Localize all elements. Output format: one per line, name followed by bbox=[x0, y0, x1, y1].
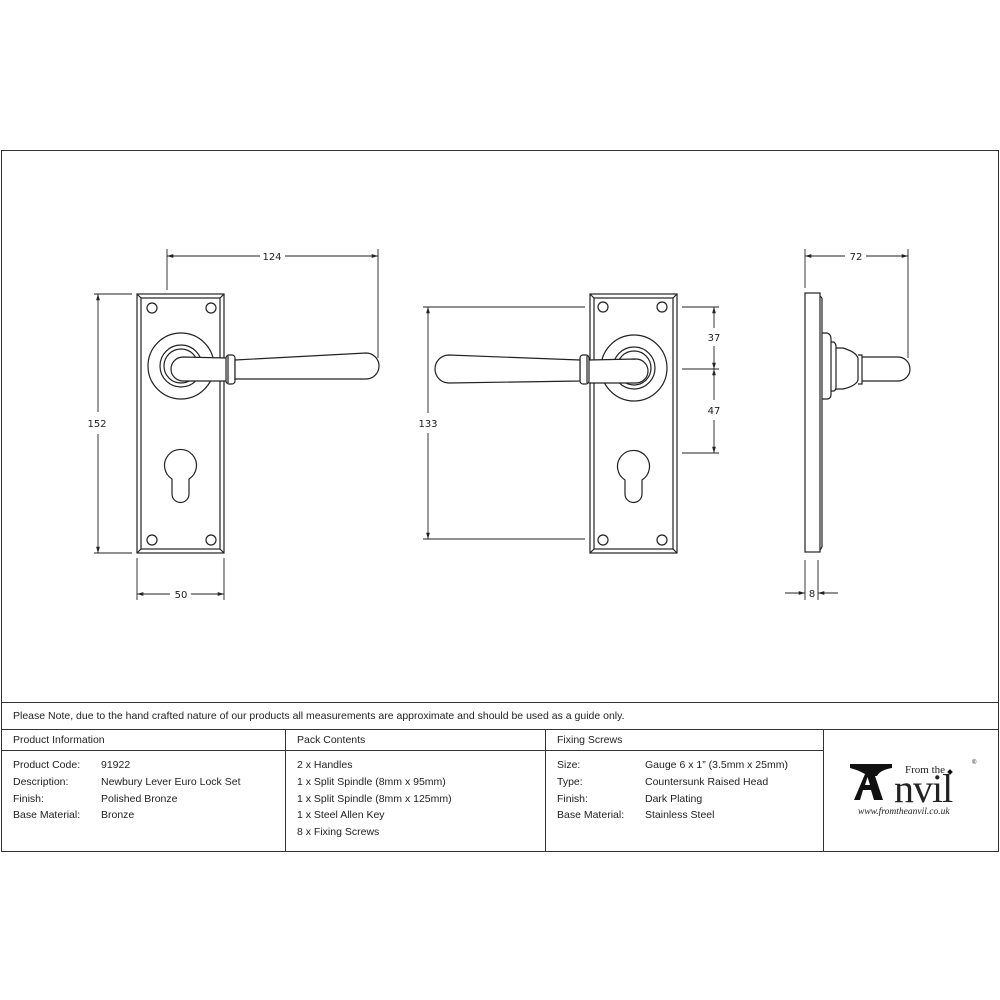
screw-value: Gauge 6 x 1” (3.5mm x 25mm) bbox=[645, 759, 788, 771]
info-value: 91922 bbox=[101, 759, 131, 771]
screw-hole-icon bbox=[205, 534, 217, 546]
screw-hole-icon bbox=[597, 534, 609, 546]
screw-label: Base Material: bbox=[557, 809, 625, 822]
screw-label: Size: bbox=[557, 759, 581, 771]
dim-plate-width: 50 bbox=[175, 590, 188, 601]
fixing-screws-title: Fixing Screws bbox=[546, 730, 823, 751]
side-view-dimensions bbox=[785, 249, 909, 600]
pack-contents-title: Pack Contents bbox=[286, 730, 545, 751]
euro-keyhole bbox=[616, 449, 651, 504]
dim-projection: 72 bbox=[850, 252, 863, 263]
dim-plate-thickness: 8 bbox=[809, 589, 815, 600]
anvil-icon bbox=[850, 764, 892, 800]
dim-fixing-centres: 133 bbox=[418, 419, 437, 430]
info-label: Product Code: bbox=[13, 759, 81, 771]
screw-label: Type: bbox=[557, 775, 583, 788]
screw-row-size: Size: Gauge 6 x 1” (3.5mm x 25mm) bbox=[557, 757, 823, 774]
logo-anvil-rest: nvil bbox=[894, 766, 953, 811]
info-label: Description: bbox=[13, 775, 69, 788]
fixing-screws-panel: Fixing Screws Size: Gauge 6 x 1” (3.5mm x… bbox=[546, 730, 824, 851]
euro-keyhole bbox=[163, 448, 198, 504]
pack-item: 8 x Fixing Screws bbox=[297, 826, 380, 839]
screw-hole-icon bbox=[656, 534, 668, 546]
pack-item: 1 x Steel Allen Key bbox=[297, 809, 385, 822]
screw-hole-icon bbox=[656, 301, 668, 313]
screw-hole-icon bbox=[597, 301, 609, 313]
screw-value: Dark Plating bbox=[645, 792, 703, 805]
from-the-anvil-logo: From the nvil ® www.fromtheanvil.co.uk bbox=[850, 760, 980, 822]
info-value: Newbury Lever Euro Lock Set bbox=[101, 775, 241, 788]
logo-registered: ® bbox=[972, 760, 977, 766]
screw-row-type: Type: Countersunk Raised Head bbox=[557, 774, 823, 791]
info-row-base-material: Base Material: Bronze bbox=[13, 807, 285, 824]
backplate bbox=[589, 293, 678, 554]
pack-item: 2 x Handles bbox=[297, 759, 353, 771]
side-view bbox=[804, 292, 911, 553]
info-row-finish: Finish: Polished Bronze bbox=[13, 791, 285, 808]
screw-row-finish: Finish: Dark Plating bbox=[557, 791, 823, 808]
info-value: Polished Bronze bbox=[101, 792, 178, 805]
front-view bbox=[136, 293, 380, 554]
screw-hole-icon bbox=[146, 302, 158, 314]
front-view-dimensions bbox=[94, 249, 379, 600]
info-row-product-code: Product Code: 91922 bbox=[13, 757, 285, 774]
logo-wordmark: nvil bbox=[894, 766, 953, 811]
pack-contents-panel: Pack Contents 2 x Handles 1 x Split Spin… bbox=[286, 730, 546, 851]
pack-item: 1 x Split Spindle (8mm x 125mm) bbox=[297, 792, 452, 805]
screw-value: Countersunk Raised Head bbox=[645, 775, 769, 788]
backplate bbox=[136, 293, 225, 554]
pack-item: 1 x Split Spindle (8mm x 95mm) bbox=[297, 775, 446, 788]
logo-url: www.fromtheanvil.co.uk bbox=[858, 807, 950, 817]
logo-from-the: From the bbox=[905, 764, 946, 776]
dim-plate-height: 152 bbox=[87, 419, 106, 430]
dim-lever-projection: 124 bbox=[262, 252, 281, 263]
dim-top-to-spindle: 37 bbox=[708, 333, 721, 344]
lever-handle bbox=[234, 352, 380, 380]
screw-row-base-material: Base Material: Stainless Steel bbox=[557, 807, 823, 824]
info-label: Finish: bbox=[13, 792, 44, 805]
back-view bbox=[434, 293, 678, 554]
info-label: Base Material: bbox=[13, 809, 81, 822]
product-information-panel: Product Information Product Code: 91922 D… bbox=[2, 730, 286, 851]
screw-label: Finish: bbox=[557, 792, 588, 805]
info-row-description: Description: Newbury Lever Euro Lock Set bbox=[13, 774, 285, 791]
lever-side bbox=[862, 356, 911, 382]
screw-value: Stainless Steel bbox=[645, 809, 715, 822]
screw-hole-icon bbox=[146, 534, 158, 546]
screw-hole-icon bbox=[205, 302, 217, 314]
back-view-dimensions bbox=[423, 306, 719, 540]
dim-spindle-to-cylinder: 47 bbox=[708, 406, 721, 417]
drawing-frame bbox=[1, 150, 999, 852]
measurement-note: Please Note, due to the hand crafted nat… bbox=[2, 702, 998, 730]
lever-handle bbox=[434, 354, 581, 384]
product-information-title: Product Information bbox=[2, 730, 285, 751]
backplate-side bbox=[804, 292, 821, 553]
info-value: Bronze bbox=[101, 809, 135, 822]
